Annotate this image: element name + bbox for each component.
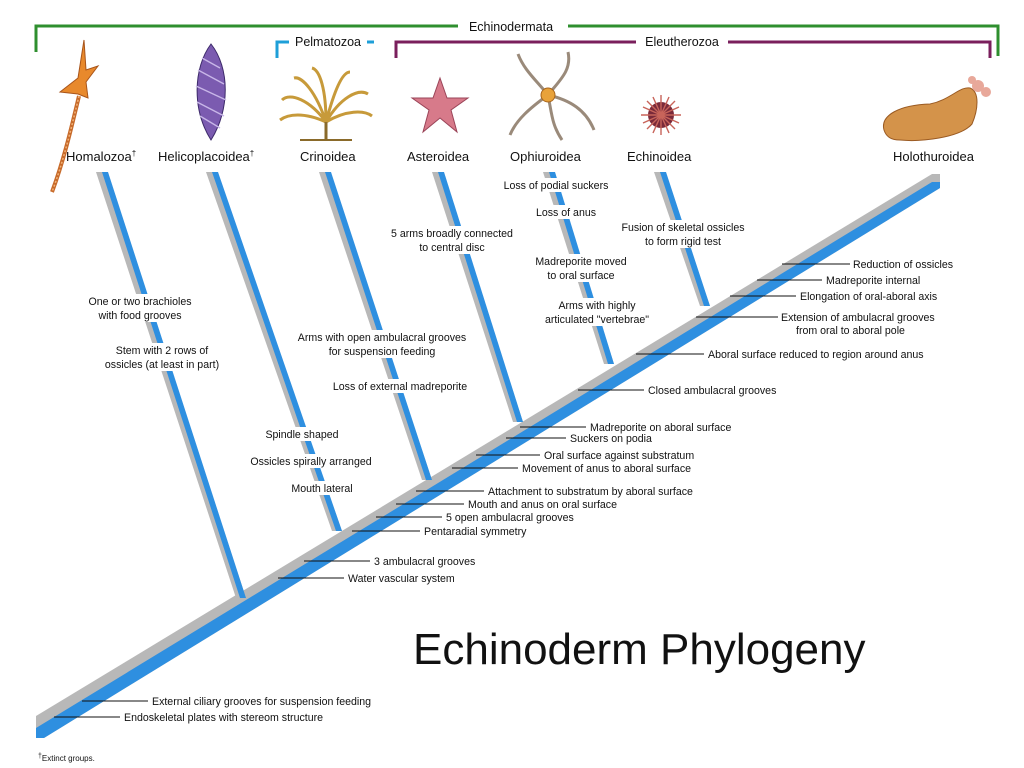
branch-character: articulated "vertebrae" [545,314,649,326]
helicoplacoidea-characters: Spindle shaped Ossicles spirally arrange… [240,427,382,495]
trunk-character: Mouth and anus on oral surface [468,499,617,511]
footnote: †Extinct groups. [38,753,95,763]
trunk-character: Oral surface against substratum [544,450,694,462]
branch-character: Stem with 2 rows of [116,345,208,357]
branch-character: Fusion of skeletal ossicles [621,222,744,234]
homalozoa-illustration [50,39,100,193]
trunk-characters [54,263,850,718]
trunk-character: Extension of ambulacral grooves [781,312,935,324]
crinoidea-branch-face [325,172,432,480]
crinoidea-illustration [279,66,373,141]
trunk-character: Attachment to substratum by aboral surfa… [488,486,693,498]
page-title: Echinoderm Phylogeny [413,625,865,674]
eleutherozoa-bracket: Eleutherozoa [394,35,992,58]
branch-character: Spindle shaped [265,429,338,441]
trunk-character: Aboral surface reduced to region around … [708,349,924,361]
ophiuroidea-illustration [508,51,596,141]
asteroidea-characters: 5 arms broadly connected to central disc [386,226,518,254]
echinodermata-bracket: Echinodermata [34,20,1000,56]
taxon-label-echinoidea: Echinoidea [627,149,692,164]
trunk-character: Endoskeletal plates with stereom structu… [124,712,323,724]
asteroidea-illustration [410,76,470,134]
trunk-branch [36,182,940,738]
taxon-label-asteroidea: Asteroidea [407,149,470,164]
trunk-character: 3 ambulacral grooves [374,556,475,568]
branch-character: Mouth lateral [291,483,352,495]
taxon-label-holothuroidea: Holothuroidea [893,149,975,164]
branch-character: Arms with open ambulacral grooves [298,332,466,344]
trunk-character: Madreporite on aboral surface [590,422,731,434]
branch-character: to oral surface [547,270,614,282]
echinoidea-illustration [641,95,681,135]
branch-character: Loss of podial suckers [504,180,609,192]
branch-characters: One or two brachioles with food grooves … [84,178,756,495]
trunk-character: Movement of anus to aboral surface [522,463,691,475]
trunk-character: Pentaradial symmetry [424,526,527,538]
trunk-character: Madreporite internal [826,275,920,287]
eleutherozoa-label: Eleutherozoa [645,35,719,49]
taxon-label-crinoidea: Crinoidea [300,149,356,164]
taxon-label-ophiuroidea: Ophiuroidea [510,149,582,164]
branch-character: to form rigid test [645,236,721,248]
trunk-character: from oral to aboral pole [796,325,905,337]
trunk-character: Suckers on podia [570,433,652,445]
echinodermata-label: Echinodermata [469,20,553,34]
trunk-character: Reduction of ossicles [853,259,953,271]
trunk-character: Closed ambulacral grooves [648,385,776,397]
taxon-label-helicoplacoidea: Helicoplacoidea† [158,149,254,164]
branch-character: 5 arms broadly connected [391,228,513,240]
homalozoa-characters: One or two brachioles with food grooves … [84,294,232,371]
trunk-character: 5 open ambulacral grooves [446,512,574,524]
branch-character: Ossicles spirally arranged [250,456,371,468]
pelmatozoa-bracket: Pelmatozoa [275,35,374,58]
branch-character: Madreporite moved [535,256,626,268]
trunk-character-labels: Reduction of ossicles Madreporite intern… [124,259,953,724]
taxon-labels: Homalozoa† Helicoplacoidea† Crinoidea As… [66,149,975,164]
echinoidea-characters: Fusion of skeletal ossicles to form rigi… [610,220,756,248]
helicoplacoidea-branch-face [212,172,342,531]
pelmatozoa-label: Pelmatozoa [295,35,361,49]
branch-character: Loss of anus [536,207,596,219]
ophiuroidea-characters: Loss of podial suckers Loss of anus Madr… [494,178,658,326]
holothuroidea-illustration [883,76,991,141]
trunk-character: Water vascular system [348,573,455,585]
trunk-character: Elongation of oral-aboral axis [800,291,937,303]
crinoidea-characters: Arms with open ambulacral grooves for su… [286,330,480,393]
branch-character: One or two brachioles [88,296,191,308]
branch-character: ossicles (at least in part) [105,359,219,371]
branch-character: to central disc [419,242,485,254]
branch-character: for suspension feeding [329,346,436,358]
homalozoa-branch-face [102,172,246,598]
trunk-character: External ciliary grooves for suspension … [152,696,371,708]
branch-character: Loss of external madreporite [333,381,467,393]
branches [36,172,940,738]
branch-character: Arms with highly [558,300,636,312]
taxon-label-homalozoa: Homalozoa† [66,149,136,164]
branch-character: with food grooves [97,310,181,322]
helicoplacoidea-illustration [195,43,227,141]
